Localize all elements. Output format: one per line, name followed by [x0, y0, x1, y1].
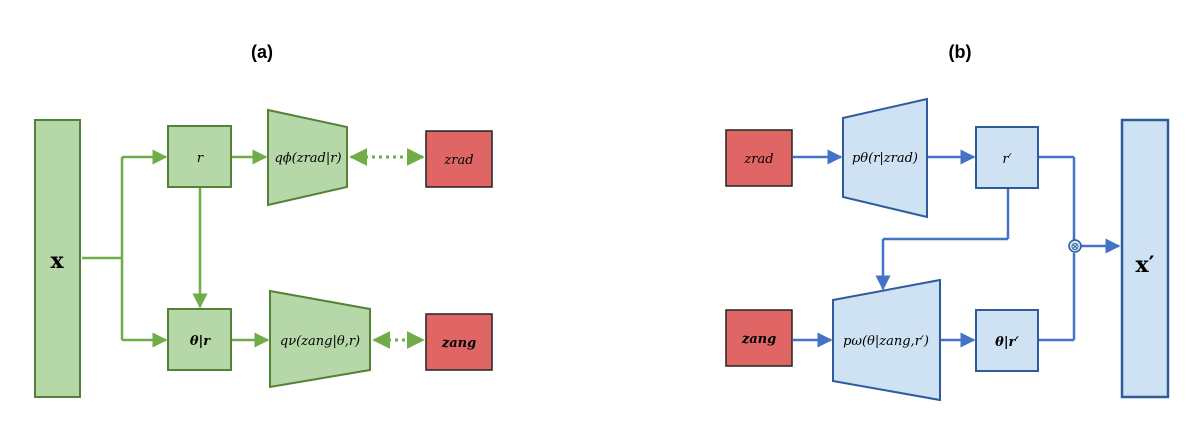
b-latent-zang: [725, 309, 793, 367]
a-node-theta: [167, 308, 232, 371]
a-node-r: [167, 125, 232, 188]
b-latent-zrad-label: zrad: [743, 152, 773, 167]
panel-b-label: (b): [949, 42, 972, 62]
panel-b: (b) zrad zang pθ(r|zrad) pω(θ|zang,r′): [725, 42, 1170, 402]
a-node-theta-label: θ|r: [190, 334, 211, 349]
a-connectors: [82, 149, 270, 348]
decoder-ang-label: pω(θ|zang,r′): [843, 334, 929, 349]
b-latent-zrad: [725, 129, 793, 187]
input-x-box: [34, 119, 81, 398]
encoder-ang-label: qν(zang|θ,r): [280, 334, 360, 349]
input-x-label: x: [50, 248, 64, 274]
panel-a: (a) x r θ|r qϕ(zrad|r) qν(zang|θ,r): [34, 42, 493, 398]
b-connectors: [793, 149, 1121, 348]
encoder-rad: [267, 108, 348, 207]
output-x-box: [1120, 118, 1170, 399]
a-node-r-label: r: [197, 151, 204, 166]
b-node-theta: [975, 309, 1039, 372]
combine-icon: [1068, 239, 1082, 253]
panel-a-label: (a): [251, 42, 273, 62]
a-latent-zrad: [425, 130, 493, 188]
output-x-label: x′: [1136, 252, 1155, 278]
a-dotted-links: [349, 148, 425, 349]
decoder-rad: [842, 97, 928, 219]
a-latent-zrad-label: zrad: [443, 153, 473, 168]
encoder-ang: [269, 289, 371, 389]
b-node-r-label: r′: [1002, 152, 1011, 167]
decoder-rad-label: pθ(r|zrad): [852, 151, 918, 166]
b-latent-zang-label: zang: [741, 332, 776, 347]
a-latent-zang-label: zang: [441, 336, 476, 351]
decoder-ang: [832, 278, 941, 402]
b-node-theta-label: θ|r′: [995, 335, 1019, 350]
encoder-rad-label: qϕ(zrad|r): [274, 151, 341, 166]
b-node-r: [975, 126, 1039, 189]
combine-symbol: ⊗: [1070, 240, 1079, 253]
a-latent-zang: [425, 313, 493, 371]
